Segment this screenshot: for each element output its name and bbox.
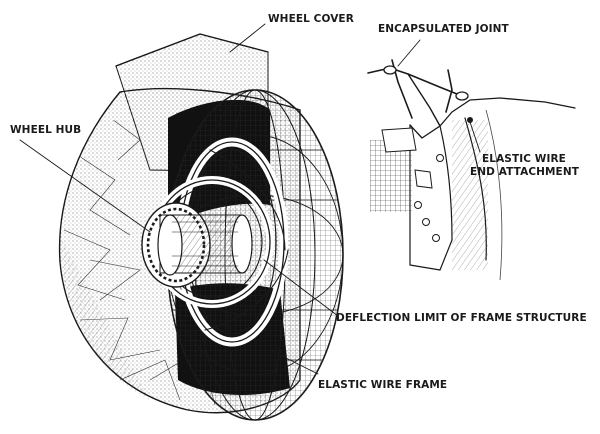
label-end-attachment: END ATTACHMENT: [470, 166, 580, 178]
label-wheel-cover: WHEEL COVER: [268, 13, 354, 25]
label-elastic-wire-frame: ELASTIC WIRE FRAME: [318, 379, 447, 391]
joint-detail-inset: [367, 59, 576, 281]
label-deflection-limit: DEFLECTION LIMIT OF FRAME STRUCTURE: [336, 312, 587, 324]
wheel-hub: [141, 202, 253, 288]
label-wheel-hub: WHEEL HUB: [10, 124, 81, 136]
label-encapsulated-joint: ENCAPSULATED JOINT: [378, 23, 510, 35]
leader-lines: [19, 23, 481, 375]
label-elastic-wire: ELASTIC WIRE: [482, 153, 566, 165]
